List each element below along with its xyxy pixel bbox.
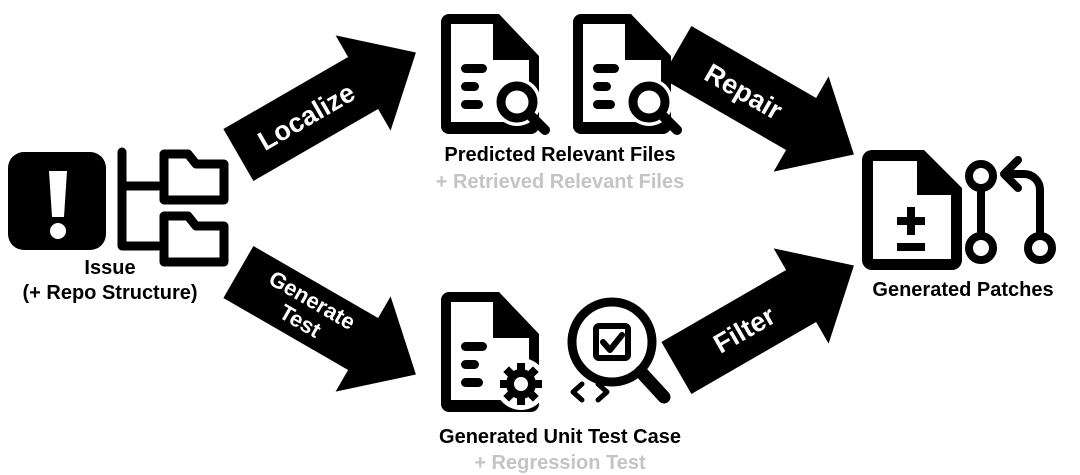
document-search-icon (441, 14, 550, 135)
document-gear-icon (441, 292, 547, 412)
files-title: Predicted Relevant Files (444, 144, 676, 166)
generate-test-arrow: Generate Test (223, 246, 416, 392)
issue-label: Issue (+ Repo Structure) (0, 256, 230, 306)
tests-title: Generated Unit Test Case (439, 426, 681, 448)
tests-subtitle: + Regression Test (474, 452, 646, 474)
issue-title: Issue (84, 257, 136, 279)
document-search-icon (573, 14, 682, 135)
document-diff-icon (862, 150, 962, 270)
files-subtitle: + Retrieved Relevant Files (435, 171, 685, 193)
patches-title: Generated Patches (872, 279, 1054, 301)
issue-subtitle: (+ Repo Structure) (22, 282, 198, 304)
pull-request-icon (965, 156, 1056, 264)
exclamation-square-icon (8, 152, 106, 250)
folder-tree-icon (117, 147, 229, 267)
filter-arrow: Filter (661, 248, 854, 394)
magnifier-checkbox-code-icon (567, 297, 671, 404)
repair-arrow: Repair (661, 26, 854, 172)
